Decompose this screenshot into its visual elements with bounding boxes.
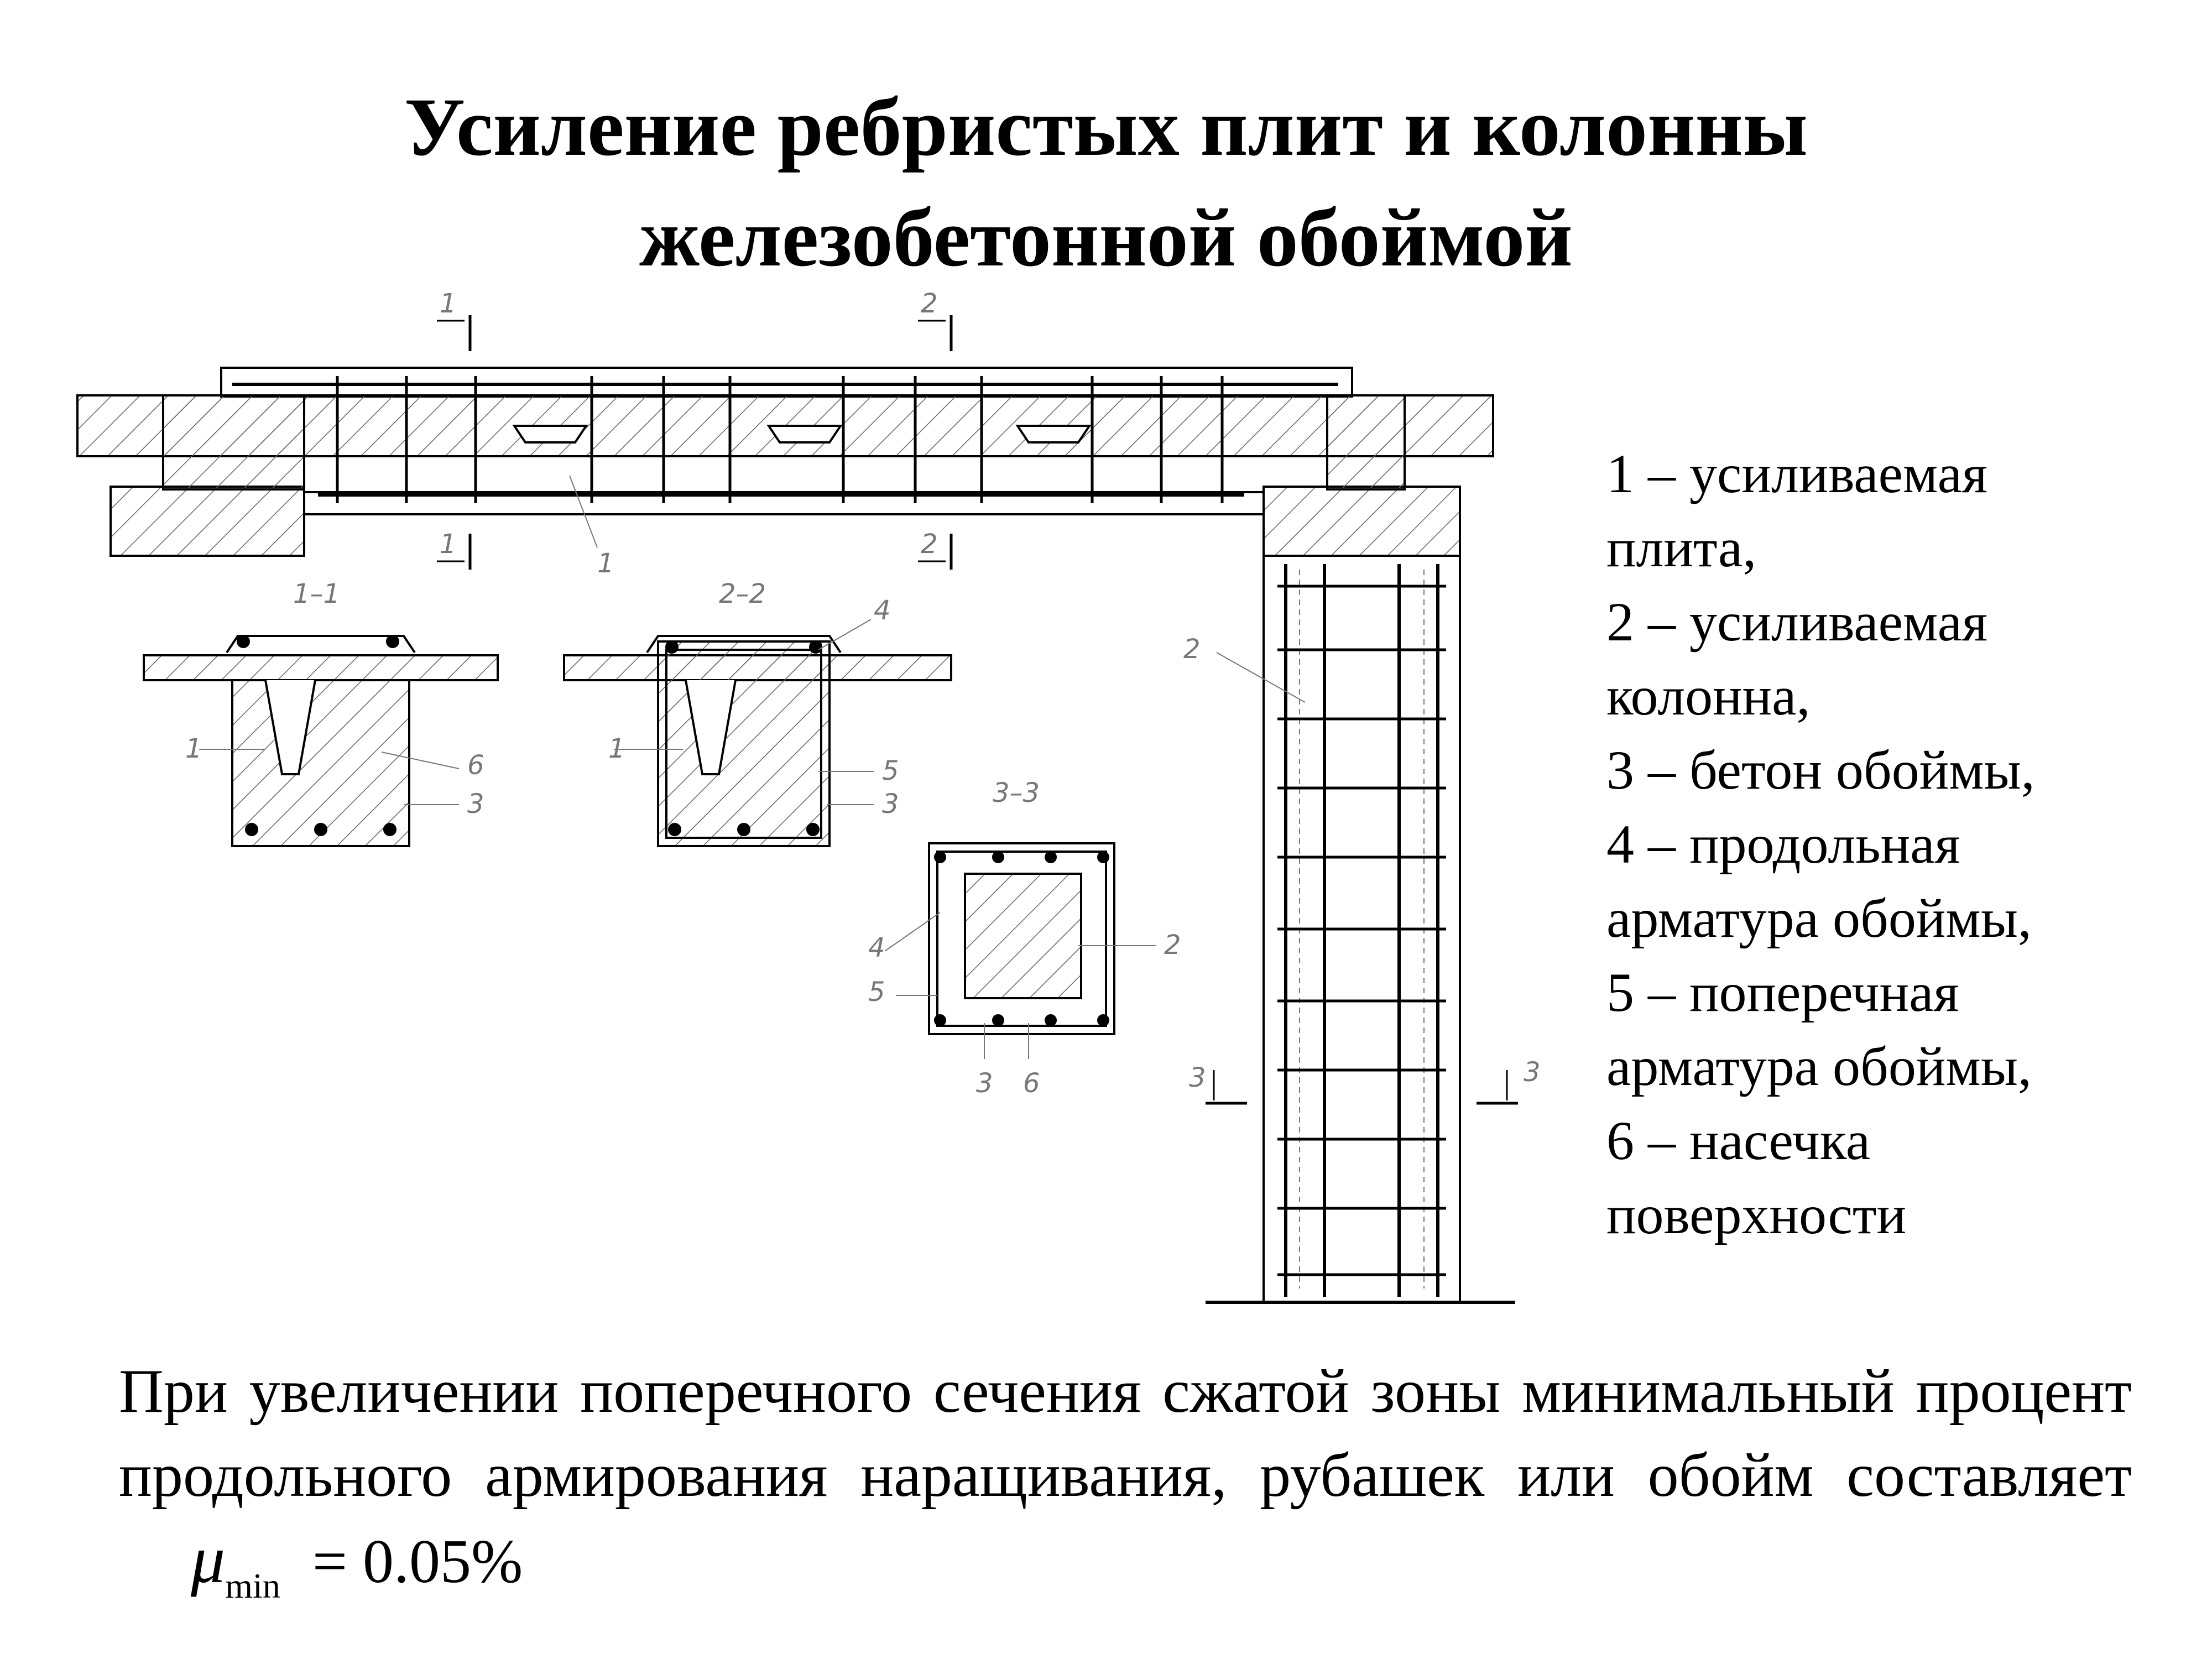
column-elevation: [1206, 555, 1518, 1304]
callout-3-3-6: 6: [1023, 1068, 1040, 1099]
mark-3-right: 3: [1524, 1057, 1541, 1088]
section-3-3: [884, 842, 1156, 1059]
mark-1-top: 1: [440, 288, 457, 319]
legend-line: 4 – продольная: [1606, 813, 1960, 875]
callout-3-3-3: 3: [976, 1068, 993, 1099]
legend-line: 5 – поперечная: [1606, 962, 1959, 1023]
callout-3-3-4: 4: [868, 932, 885, 963]
paragraph-text: При увеличении поперечного сечения сжато…: [119, 1357, 2132, 1510]
callout-column-2: 2: [1183, 634, 1201, 665]
callout-2-2-1: 1: [608, 733, 625, 764]
callout-2-2-5: 5: [882, 755, 899, 786]
legend-line: 6 – насечка: [1606, 1110, 1871, 1171]
legend-line: колонна,: [1606, 665, 1811, 727]
title-line-2: железобетонной обоймой: [639, 192, 1573, 284]
callout-3-3-5: 5: [868, 977, 885, 1008]
callout-2-2-3: 3: [882, 789, 899, 820]
callout-1-1-6: 6: [467, 750, 484, 781]
section-title-3-3: 3–3: [993, 778, 1040, 808]
callout-3-3-2: 2: [1164, 930, 1181, 961]
section-1-1: [143, 635, 499, 847]
section-title-1-1: 1–1: [293, 578, 340, 609]
mark-3-left: 3: [1189, 1062, 1206, 1093]
callout-1-1-3: 3: [467, 789, 484, 820]
formula-subscript: min: [225, 1566, 280, 1605]
legend: 1 – усиливаемая плита, 2 – усиливаемая к…: [1606, 437, 2193, 1252]
legend-line: поверхности: [1606, 1184, 1907, 1245]
legend-line: 1 – усиливаемая: [1606, 443, 1987, 504]
formula: μmin = 0.05%: [191, 1517, 523, 1628]
slab-elevation: [76, 315, 1494, 570]
body-paragraph: При увеличении поперечного сечения сжато…: [119, 1349, 2132, 1628]
legend-line: арматура обоймы,: [1606, 888, 2032, 949]
legend-line: арматура обоймы,: [1606, 1036, 2032, 1097]
legend-line: плита,: [1606, 517, 1757, 578]
legend-line: 2 – усиливаемая: [1606, 591, 1987, 653]
section-title-2-2: 2–2: [719, 578, 766, 609]
formula-value: = 0.05%: [312, 1527, 523, 1596]
title-line-1: Усиление ребристых плит и колонны: [404, 81, 1808, 173]
mark-1-bottom: 1: [440, 529, 457, 560]
callout-slab-1: 1: [597, 548, 614, 579]
callout-1-1-1: 1: [185, 733, 202, 764]
legend-line: 3 – бетон обоймы,: [1606, 739, 2035, 801]
mark-2-top: 2: [921, 288, 938, 319]
callout-2-2-4: 4: [874, 595, 891, 626]
mark-2-bottom: 2: [921, 529, 938, 560]
section-2-2: [563, 619, 952, 847]
formula-symbol: μ: [191, 1521, 226, 1597]
slide-title: Усиление ребристых плит и колонны железо…: [0, 72, 2212, 293]
